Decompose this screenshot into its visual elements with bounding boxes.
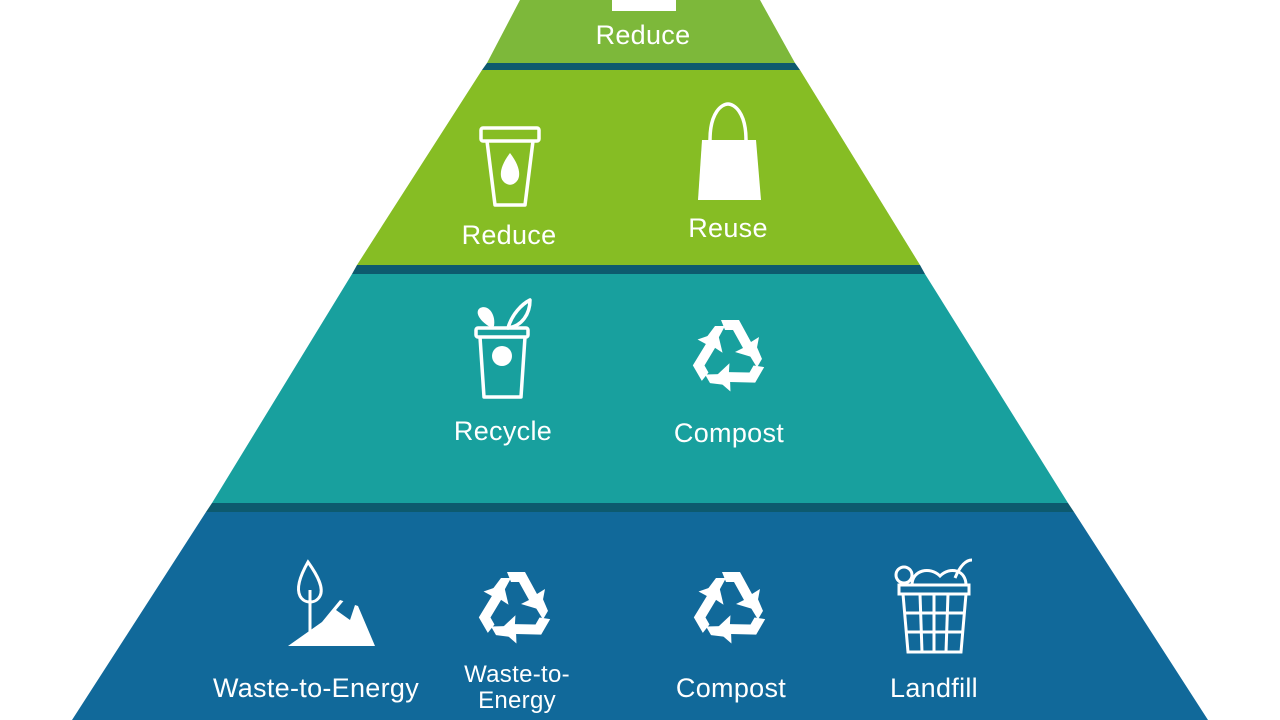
plant-bin-icon	[474, 298, 532, 399]
cup-icon	[479, 126, 541, 207]
tier-3-label-recycle: Recycle	[453, 416, 553, 446]
tier-2-label-reduce: Reduce	[461, 220, 557, 250]
tier-4-band	[72, 512, 1208, 720]
tier-4-label-waste-to-energy-2: Waste-to- Energy	[464, 661, 570, 714]
tier-2-label-reuse: Reuse	[688, 213, 768, 243]
tier-1-band	[487, 0, 795, 63]
tier-4-label-waste-to-energy: Waste-to-Energy	[212, 673, 420, 703]
tier-3-label-compost: Compost	[673, 418, 785, 448]
tier-1-label-reduce: Reduce	[595, 20, 691, 50]
tier-4-label-compost: Compost	[675, 673, 787, 703]
divider-2	[352, 265, 925, 274]
recycle-icon	[682, 320, 774, 400]
bag-icon	[698, 102, 761, 200]
tier-3-band	[212, 274, 1068, 503]
tier-2-band	[357, 70, 920, 265]
basket-icon	[894, 558, 973, 654]
tier-4-label-landfill: Landfill	[890, 673, 978, 703]
divider-1	[482, 63, 800, 70]
box-icon	[612, 0, 676, 11]
landscape-icon	[288, 559, 375, 646]
divider-3	[206, 503, 1074, 512]
